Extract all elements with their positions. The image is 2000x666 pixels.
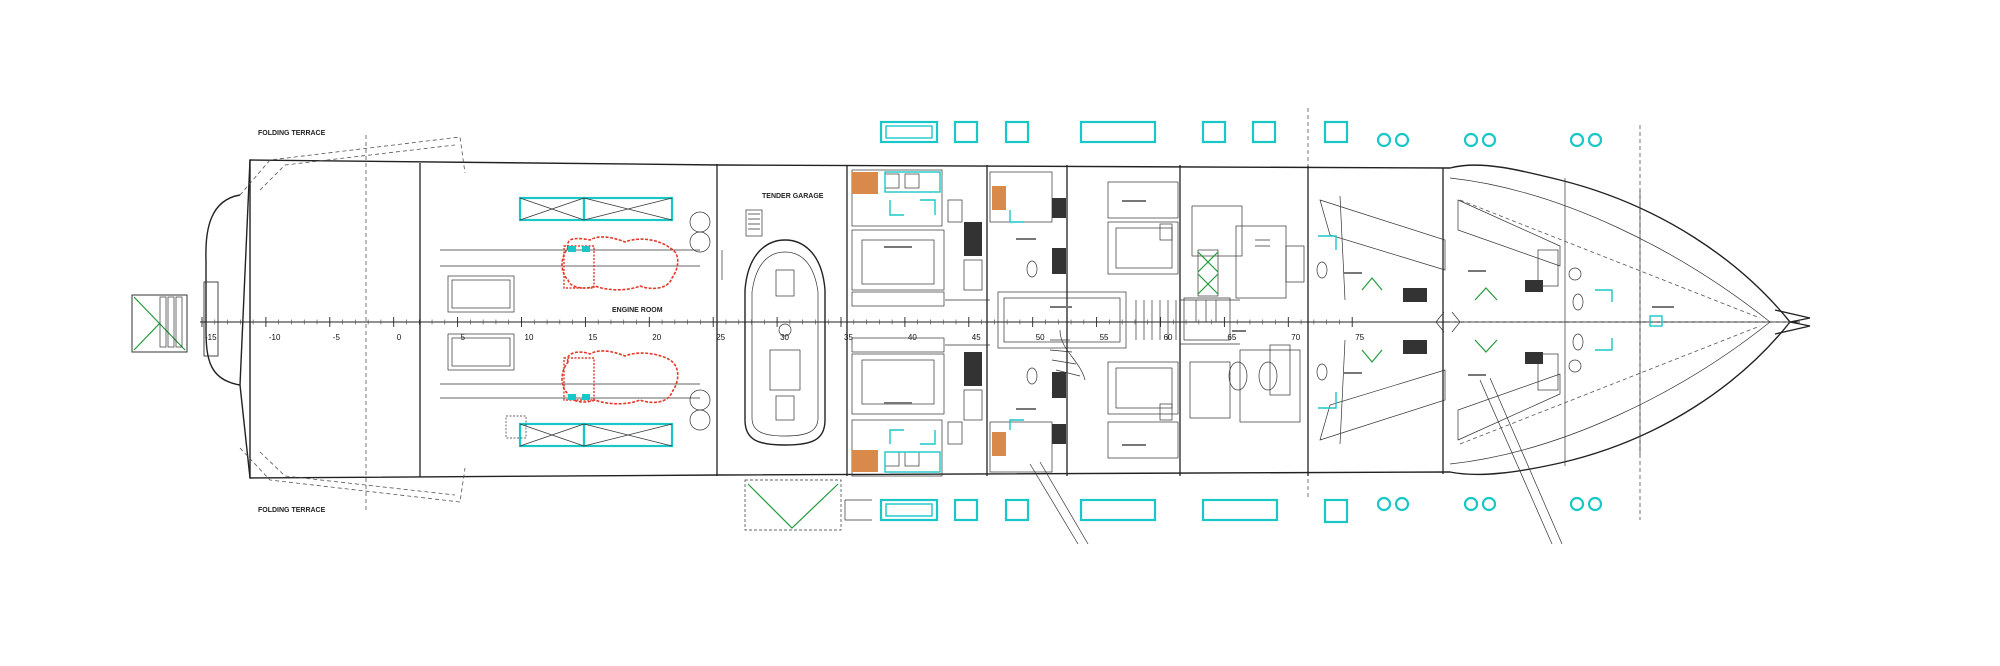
- frame-tick-label: 65: [1227, 333, 1236, 342]
- frame-tick-label: 0: [397, 333, 402, 342]
- frame-tick-label: 35: [844, 333, 853, 342]
- hull-windows-top: [879, 120, 1603, 148]
- room-annotations: [884, 200, 1674, 446]
- bracing-lines: [1029, 199, 1761, 545]
- frame-tick-label: 75: [1355, 333, 1364, 342]
- frame-tick-label: 15: [588, 333, 597, 342]
- frame-tick-label: 70: [1291, 333, 1300, 342]
- bulkheads: [419, 163, 1641, 477]
- folding-terrace-top-label: FOLDING TERRACE: [258, 130, 326, 137]
- engine-room: ENGINE ROOM: [440, 196, 711, 448]
- folding-terrace-port: FOLDING TERRACE: [239, 130, 466, 196]
- mid-guest-cabins: [989, 171, 1231, 473]
- crew-area: [1189, 205, 1305, 423]
- frame-tick-label: 45: [972, 333, 981, 342]
- forward-cabins: [1316, 195, 1663, 445]
- frame-tick-label: -5: [333, 333, 341, 342]
- frame-tick-label: 25: [716, 333, 725, 342]
- folding-terrace-starboard: FOLDING TERRACE: [239, 447, 466, 514]
- folding-terrace-bottom-label: FOLDING TERRACE: [258, 507, 326, 514]
- swim-platform: [131, 281, 219, 357]
- tender-garage-label: TENDER GARAGE: [762, 193, 824, 200]
- frame-tick-label: 20: [652, 333, 661, 342]
- frame-tick-label: 10: [525, 333, 534, 342]
- aft-guest-cabins: [851, 169, 990, 477]
- tender-garage: TENDER GARAGE: [721, 193, 872, 531]
- frame-tick-label: -10: [269, 333, 281, 342]
- frame-tick-label: 40: [908, 333, 917, 342]
- frame-tick-label: -15: [205, 333, 217, 342]
- hull-windows-bottom: [879, 496, 1603, 524]
- hull-outline: [205, 159, 1811, 479]
- engine-room-label: ENGINE ROOM: [612, 307, 663, 314]
- frame-tick-label: 50: [1036, 333, 1045, 342]
- frame-tick-label: 30: [780, 333, 789, 342]
- frame-tick-label: 5: [461, 333, 466, 342]
- frame-tick-label: 55: [1100, 333, 1109, 342]
